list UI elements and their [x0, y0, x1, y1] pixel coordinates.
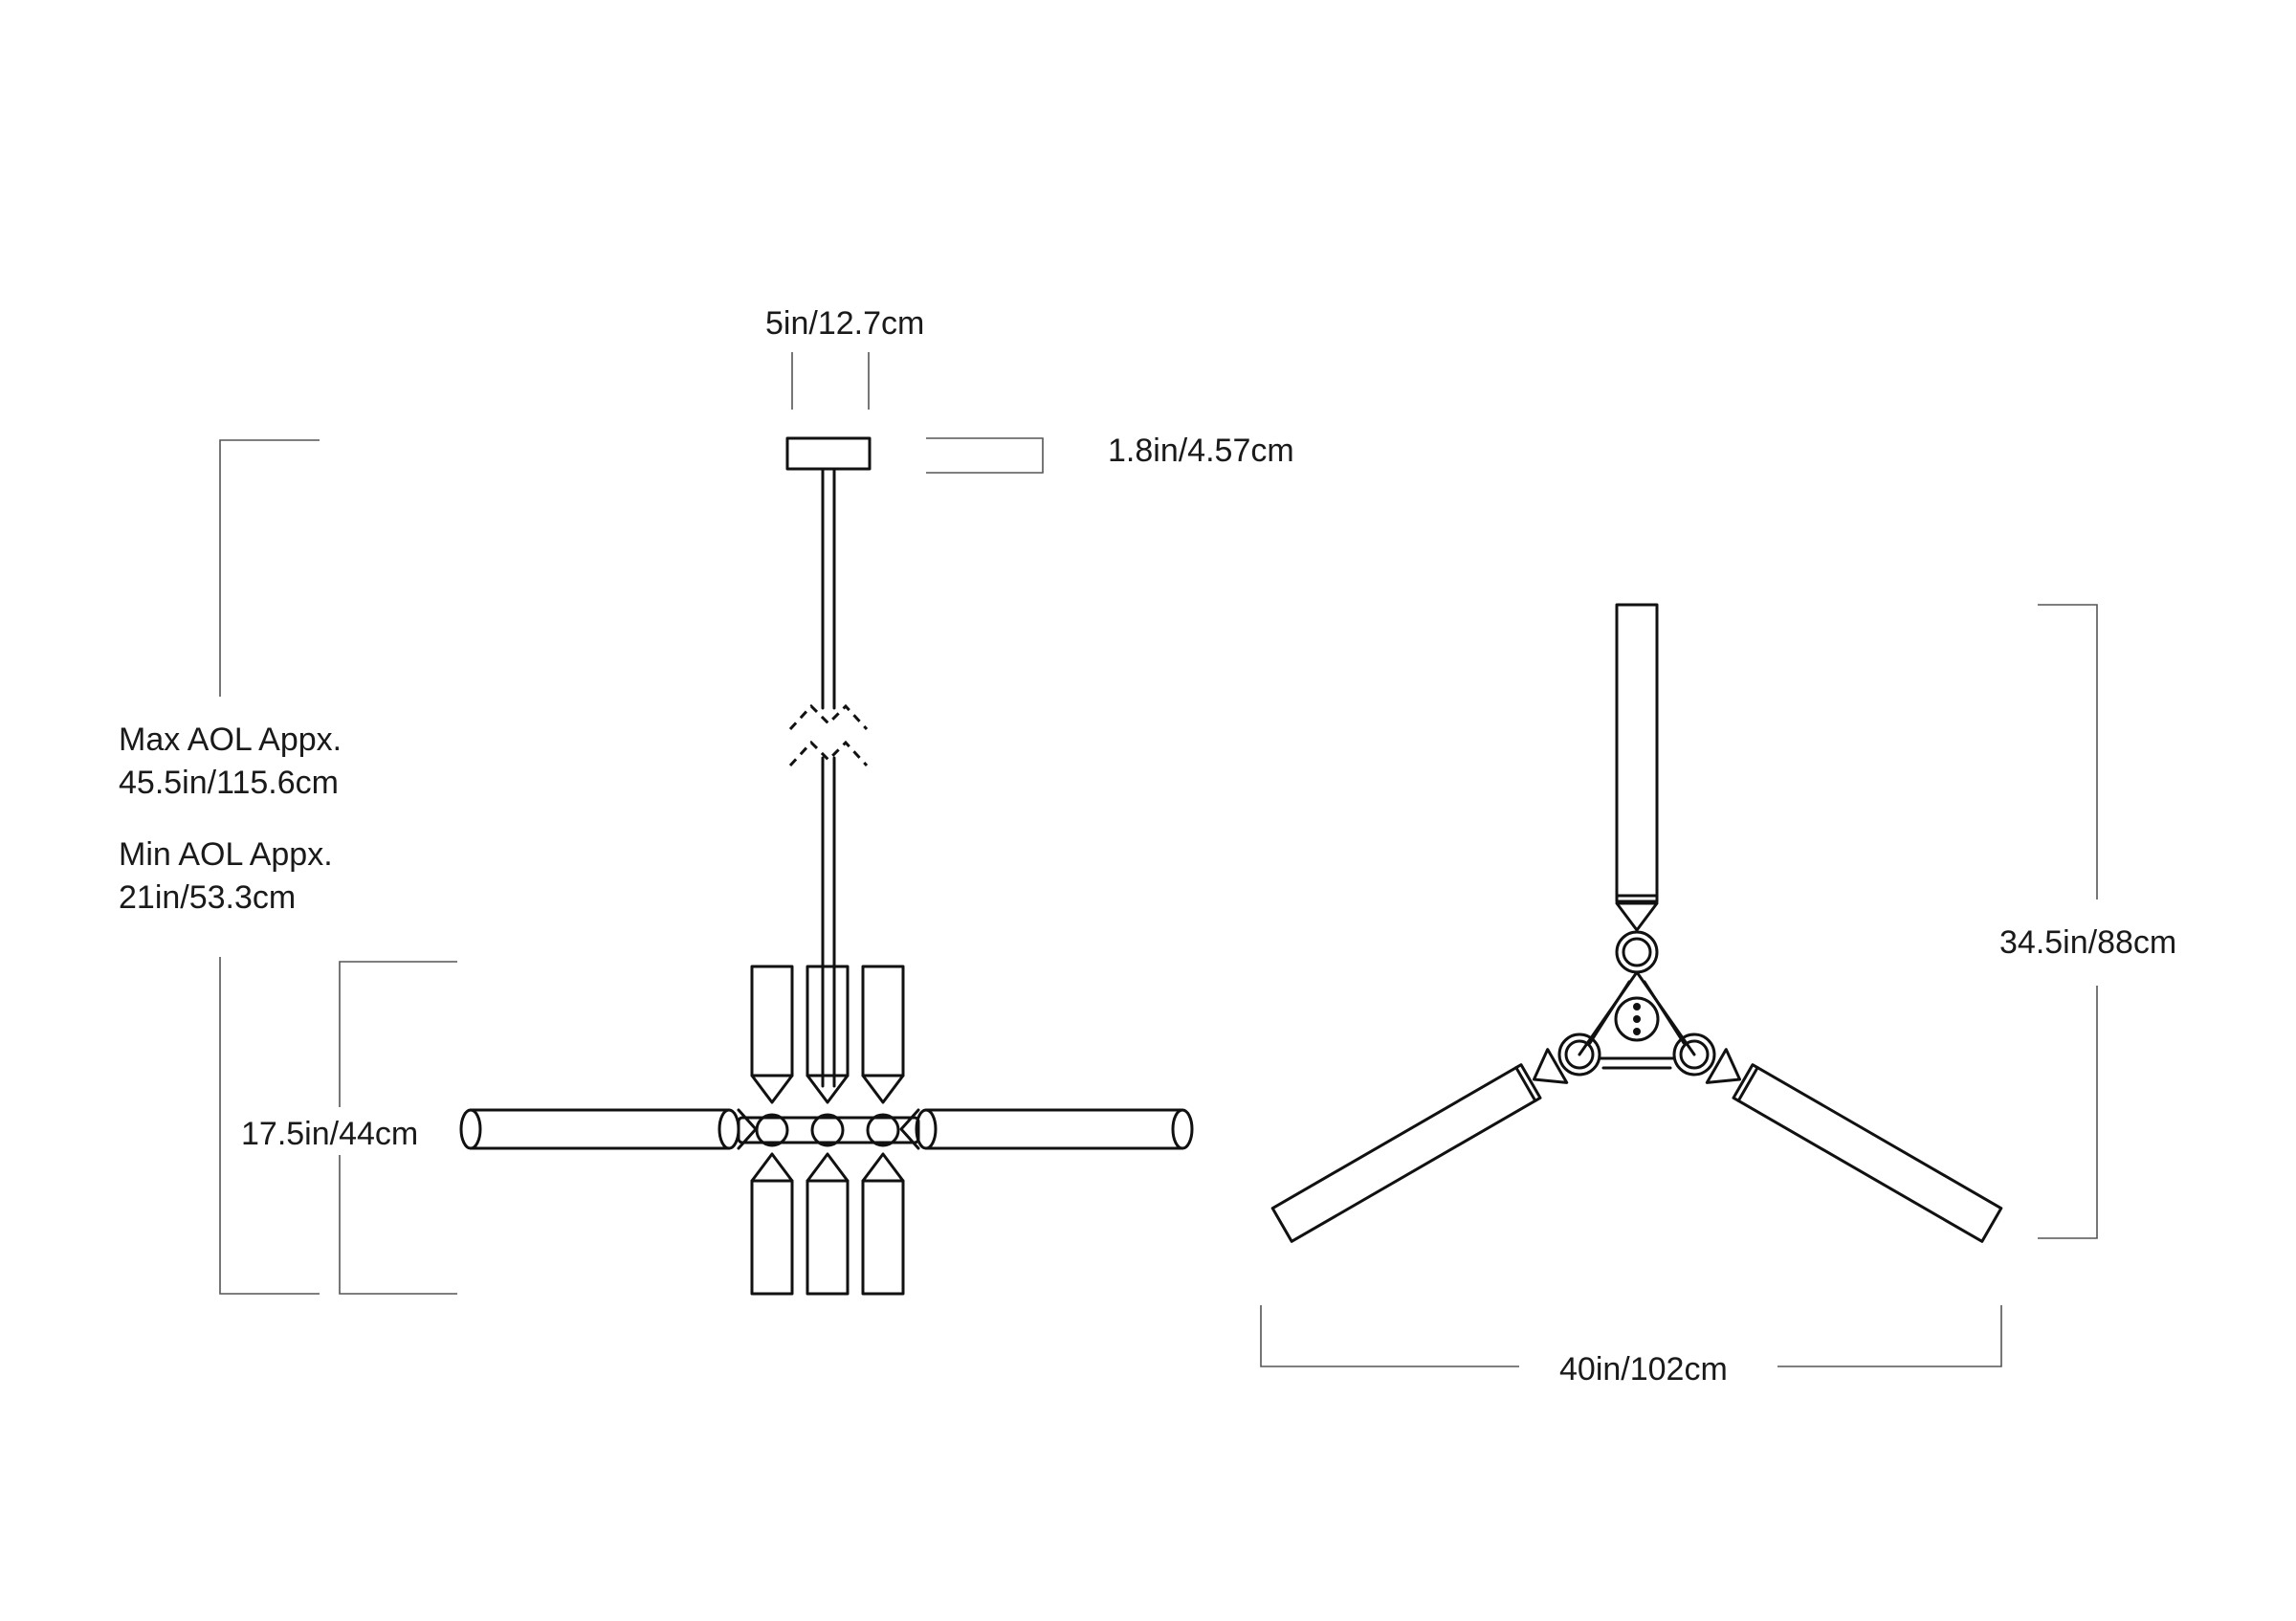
fixture-height-label: 17.5in/44cm — [241, 1116, 419, 1152]
top-view-depth-label: 34.5in/88cm — [1999, 924, 2177, 961]
top-view-width-label: 40in/102cm — [1559, 1351, 1728, 1388]
dimension-lines — [219, 352, 2098, 1367]
canopy-width-label: 5in/12.7cm — [765, 305, 925, 342]
max-aol-title: Max AOL Appx. — [119, 722, 342, 758]
max-aol-value: 45.5in/115.6cm — [119, 765, 339, 801]
side-view — [459, 436, 1194, 1296]
top-view — [1270, 603, 2003, 1243]
min-aol-value: 21in/53.3cm — [119, 879, 297, 916]
min-aol-title: Min AOL Appx. — [119, 836, 333, 873]
canopy-height-label: 1.8in/4.57cm — [1108, 433, 1294, 469]
